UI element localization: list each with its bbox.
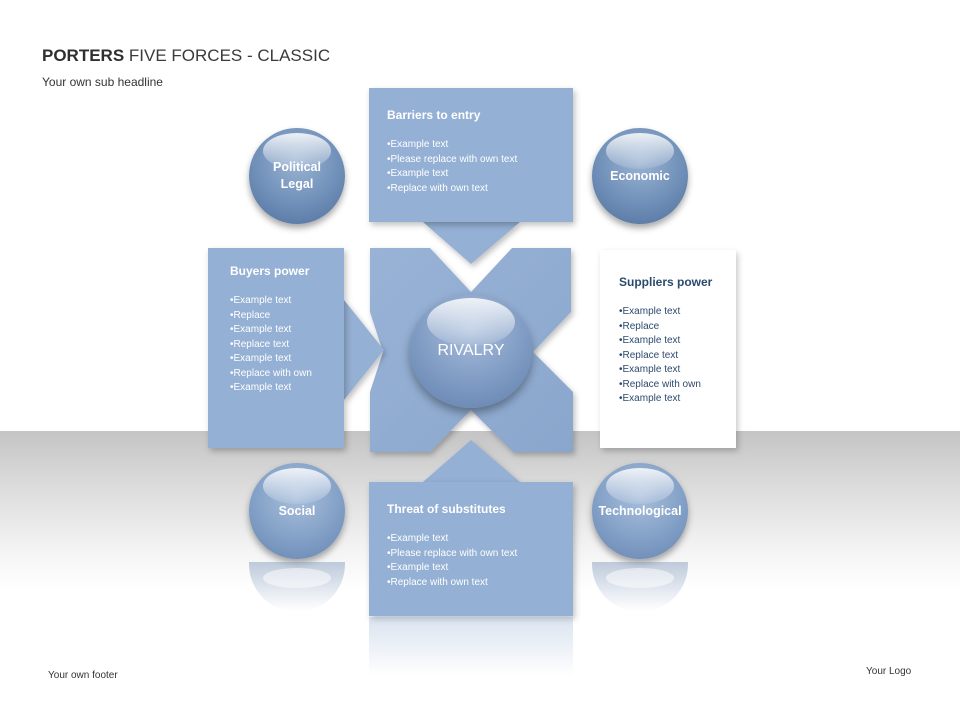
buyers-arrow bbox=[344, 300, 384, 400]
logo-placeholder: Your Logo bbox=[866, 666, 912, 677]
list-item: Example text bbox=[619, 305, 717, 320]
list-item: Example text bbox=[230, 381, 322, 396]
list-item: Example text bbox=[619, 392, 717, 407]
substitutes-title: Threat of substitutes bbox=[387, 502, 506, 516]
list-item: Replace text bbox=[619, 349, 717, 364]
buyers-title: Buyers power bbox=[230, 264, 310, 278]
barriers-to-entry-box: Barriers to entry Example text Please re… bbox=[369, 88, 573, 222]
rivalry-ball: RIVALRY bbox=[410, 294, 532, 408]
social-ball: Social bbox=[249, 463, 345, 559]
list-item: Please replace with own text bbox=[387, 547, 555, 562]
list-item: Example text bbox=[387, 561, 555, 576]
substitutes-reflection bbox=[369, 617, 573, 677]
threat-of-substitutes-box: Threat of substitutes Example text Pleas… bbox=[369, 482, 573, 616]
list-item: Example text bbox=[230, 294, 322, 309]
list-item: Example text bbox=[619, 334, 717, 349]
list-item: Replace text bbox=[230, 338, 322, 353]
barriers-arrow bbox=[423, 222, 520, 264]
list-item: Replace bbox=[230, 309, 322, 324]
list-item: Replace with own text bbox=[387, 182, 555, 197]
suppliers-title: Suppliers power bbox=[619, 275, 713, 289]
economic-ball: Economic bbox=[592, 128, 688, 224]
substitutes-arrow bbox=[423, 440, 520, 482]
list-item: Example text bbox=[387, 138, 555, 153]
list-item: Example text bbox=[619, 363, 717, 378]
suppliers-power-box: Suppliers power Example text Replace Exa… bbox=[600, 250, 736, 448]
list-item: Replace with own bbox=[619, 378, 717, 393]
list-item: Replace with own bbox=[230, 367, 322, 382]
list-item: Replace with own text bbox=[387, 576, 555, 591]
list-item: Example text bbox=[387, 167, 555, 182]
list-item: Example text bbox=[230, 352, 322, 367]
barriers-title: Barriers to entry bbox=[387, 108, 481, 122]
page-subtitle: Your own sub headline bbox=[42, 75, 163, 89]
footer-text: Your own footer bbox=[48, 670, 118, 681]
suppliers-arrow bbox=[560, 320, 600, 380]
page-title: PORTERS FIVE FORCES - CLASSIC bbox=[42, 46, 331, 65]
list-item: Example text bbox=[230, 323, 322, 338]
list-item: Example text bbox=[387, 532, 555, 547]
technological-ball: Technological bbox=[592, 463, 688, 559]
buyers-power-box: Buyers power Example text Replace Exampl… bbox=[208, 248, 344, 448]
list-item: Replace bbox=[619, 320, 717, 335]
list-item: Please replace with own text bbox=[387, 153, 555, 168]
